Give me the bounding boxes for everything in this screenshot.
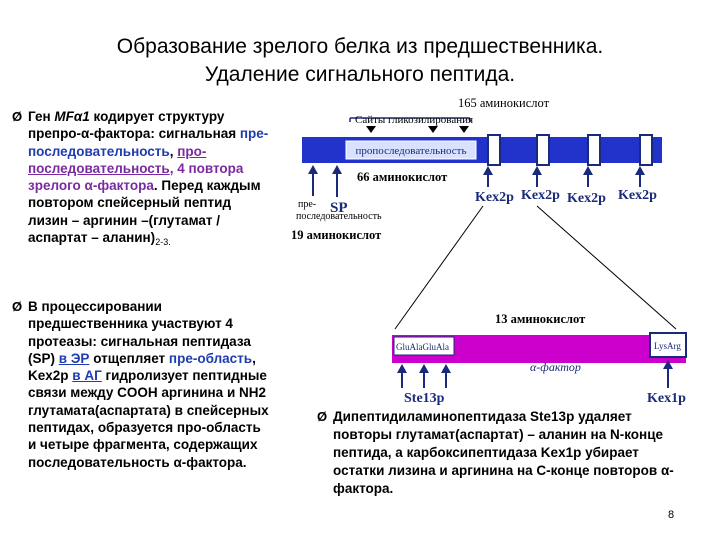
golgi-term: в АГ — [72, 368, 102, 384]
kex2p-label: Kex2p — [618, 188, 657, 203]
er-term: в ЭР — [58, 350, 90, 366]
ste13p-arrow-head — [397, 364, 407, 373]
kex2p-arrow-head — [483, 166, 493, 175]
kex2p-arrow-head — [532, 166, 542, 175]
glyco-site-markers — [366, 126, 469, 133]
label-13: 13 аминокислот — [495, 312, 585, 326]
ste13p-label: Ste13p — [404, 391, 445, 406]
glu-ala-label: GluAlaGluAla — [396, 342, 449, 352]
glyco-site-marker — [428, 126, 438, 133]
kex2p-arrow-head — [635, 166, 645, 175]
text-fragment: кодирует структуру препро-α-фактора: сиг… — [28, 109, 240, 142]
kex2p-arrows — [483, 166, 645, 187]
text-fragment: отщепляет — [89, 350, 169, 366]
pre-arrow-head — [308, 165, 318, 174]
repeat-box — [536, 134, 550, 166]
gene-name: MFα1 — [54, 109, 90, 124]
bullet-arrow-icon: Ø — [12, 299, 23, 314]
pre-label-2: последовательность — [296, 211, 382, 222]
kex2p-label: Kex2p — [567, 191, 606, 206]
bullet-arrow-icon: Ø — [12, 109, 23, 124]
pre-label: пре- — [298, 199, 316, 210]
slide-title-line1: Образование зрелого белка из предшествен… — [116, 35, 604, 58]
pre-sequence-term: пре- последовательность — [28, 126, 269, 159]
right-text-block: Ø Дипептидиламинопептидаза Ste13p удаляе… — [313, 408, 683, 498]
glu-ala-box — [393, 336, 455, 356]
lys-arg-box — [649, 332, 687, 358]
text-fragment: Ген — [28, 109, 55, 124]
text-fragment: гидролизует пептидные связи между COOH а… — [28, 368, 269, 470]
text-fragment: . Перед каждым повтором спейсерный пепти… — [28, 178, 261, 246]
subscript: 2-3. — [155, 237, 171, 248]
ste13p-arrow-head — [441, 364, 451, 373]
kex1p-label: Kex1p — [647, 391, 686, 406]
slide-title-line2: Удаление сигнального пептида. — [204, 63, 516, 86]
pro-sequence-term: про-последовательность — [28, 143, 207, 176]
lys-arg-label: LysArg — [654, 341, 681, 351]
alpha-factor-label: α-фактор — [530, 360, 581, 374]
kex1p-arrow-head — [663, 360, 673, 369]
text-fragment: , — [169, 143, 178, 159]
ste13p-arrows — [397, 364, 451, 388]
text-fragment: В процессировании предшественника участв… — [28, 299, 251, 366]
sp-label: SP — [330, 200, 348, 216]
glyco-site-marker — [366, 126, 376, 133]
repeat-box — [587, 134, 601, 166]
prosequence-box — [345, 140, 477, 160]
kex2p-arrow-head — [583, 166, 593, 175]
text-fragment: , Kex2p — [28, 350, 256, 384]
text-fragment: Дипептидиламинопептидаза Ste13p удаляет … — [333, 409, 674, 496]
zoom-line-right — [536, 205, 677, 330]
page-number: 8 — [668, 509, 675, 521]
repeat-box — [639, 134, 653, 166]
zoom-line-left — [394, 205, 484, 330]
pre-region-term: пре-область — [168, 350, 253, 366]
prosequence-label: пропоследовательность — [356, 145, 467, 157]
left-text-block-1: Ø Ген MFα1 кодирует структуру препро-α-ф… — [8, 108, 270, 251]
label-66: 66 аминокислот — [357, 170, 447, 184]
ste13p-arrow-head — [419, 364, 429, 373]
label-19: 19 аминокислот — [291, 228, 381, 242]
sp-arrow-head — [332, 165, 342, 174]
repeat-box — [487, 134, 501, 166]
kex2p-label: Kex2p — [521, 188, 560, 203]
left-text-block-2: Ø В процессировании предшественника учас… — [8, 298, 270, 471]
glyco-site-marker — [459, 126, 469, 133]
glyco-sites-label: Сайты гликозилирования — [355, 114, 473, 126]
label-165: 165 аминокислот — [458, 96, 550, 110]
alpha-factor-repeats: , 4 повтора зрелого α-фактора — [28, 160, 244, 194]
kex2p-label: Kex2p — [475, 190, 514, 205]
bullet-arrow-icon: Ø — [317, 409, 328, 424]
